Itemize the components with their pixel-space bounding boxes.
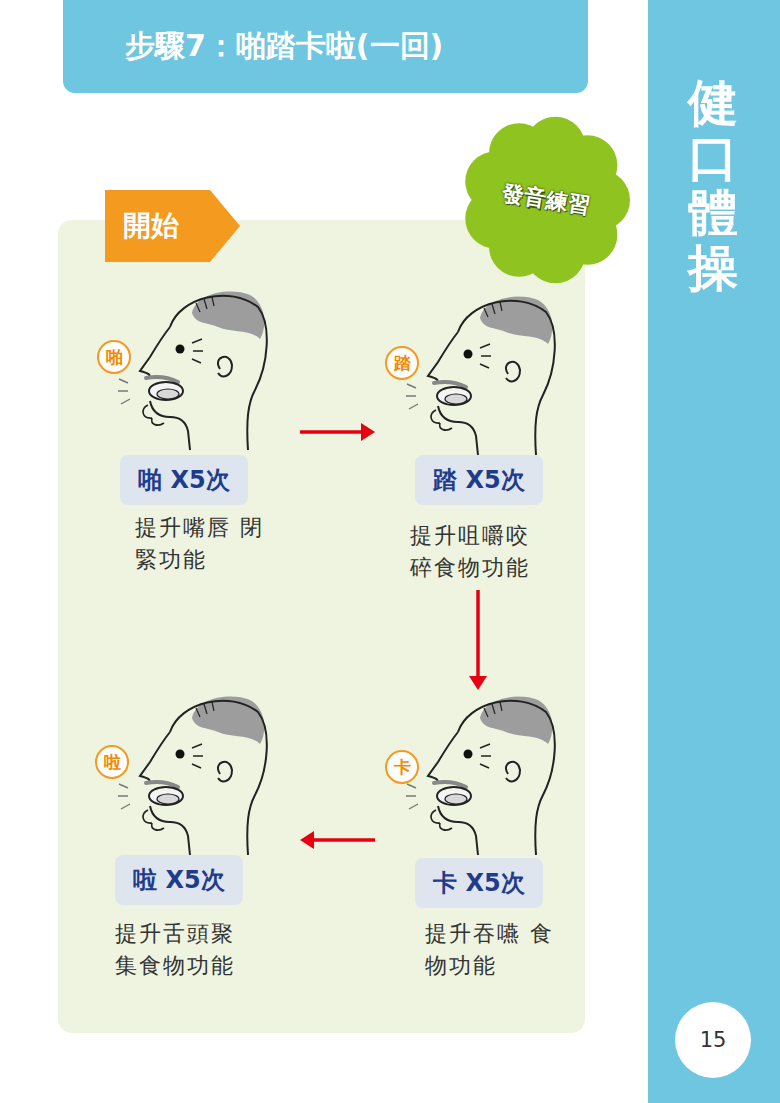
- arrow-head: [361, 423, 375, 441]
- head-figure: [118, 292, 267, 450]
- arrow-line: [300, 430, 363, 434]
- side-title: 健口體操: [688, 76, 738, 296]
- step-group: 啦 X5次提升舌頭聚 集食物功能 啦: [95, 690, 300, 990]
- step-description: 提升吞嚥 食物功能: [425, 918, 560, 982]
- syllable: 啪: [106, 347, 123, 367]
- side-band: 健口體操 15: [648, 0, 780, 1103]
- arrow-head: [469, 676, 487, 690]
- step-label: 啦 X5次: [115, 855, 243, 905]
- page-number: 15: [700, 1028, 727, 1052]
- start-label: 開始: [123, 207, 179, 245]
- speech-bubble: 啪: [97, 340, 131, 374]
- syllable: 啦: [104, 752, 121, 772]
- speech-bubble: 啦: [95, 745, 129, 779]
- step-group: 踏 X5次提升咀嚼咬 碎食物功能 踏: [375, 285, 585, 590]
- step-label: 踏 X5次: [415, 455, 543, 505]
- head-figure: [406, 697, 555, 855]
- start-tab: 開始: [105, 190, 240, 262]
- speech-bubble: 踏: [385, 346, 419, 380]
- step-label: 卡 X5次: [415, 858, 543, 908]
- flow-arrow: [469, 590, 487, 690]
- head-figure: [406, 297, 555, 455]
- arrow-head: [300, 831, 314, 849]
- arrow-line: [312, 838, 375, 842]
- tab-arrow: [105, 190, 240, 262]
- title-band: 步驟7：啪踏卡啦(一回): [63, 0, 588, 93]
- step-group: 卡 X5次提升吞嚥 食物功能 卡: [375, 690, 585, 990]
- head-figure: [118, 697, 267, 855]
- cloud-badge: 發音練習: [458, 112, 634, 288]
- speech-bubble: 卡: [385, 750, 419, 784]
- step-description: 提升嘴唇 閉緊功能: [135, 512, 270, 576]
- cloud-puff: [557, 135, 617, 195]
- arrow-line: [476, 590, 480, 678]
- panel: [58, 220, 585, 1033]
- flow-arrow: [300, 831, 375, 849]
- step-group: 啪 X5次提升嘴唇 閉緊功能 啪: [95, 285, 300, 590]
- flow-arrow: [300, 423, 375, 441]
- step-label: 啪 X5次: [120, 455, 248, 505]
- page-number-circle: 15: [675, 1002, 751, 1078]
- syllable: 卡: [394, 757, 411, 777]
- step-description: 提升咀嚼咬 碎食物功能: [410, 520, 545, 584]
- title: 步驟7：啪踏卡啦(一回): [125, 28, 443, 64]
- syllable: 踏: [394, 353, 411, 373]
- step-description: 提升舌頭聚 集食物功能: [115, 918, 250, 982]
